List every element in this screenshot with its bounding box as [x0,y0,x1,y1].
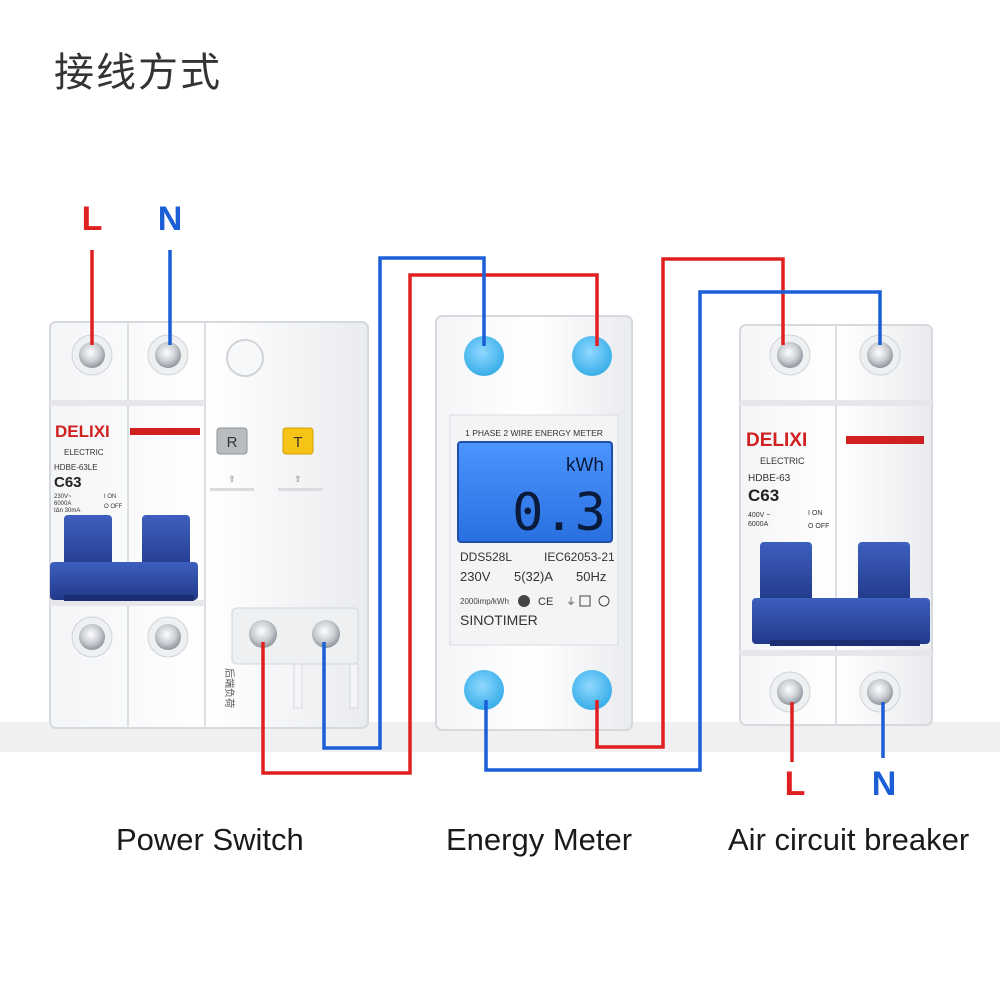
terminal-cap-icon [572,336,612,376]
wire-switch-to-meter-neutral [322,256,486,750]
wire-switch-to-meter-live [261,273,599,775]
power-switch-sub: ELECTRIC [64,448,104,457]
power-switch-spec-3: IΔn 30mA [54,508,80,514]
air-breaker-brand: DELIXI [746,430,807,451]
breaker-handle-right[interactable] [858,542,910,602]
brand-stripe [130,428,200,435]
screw-icon [867,679,893,705]
reset-button[interactable] [216,427,248,455]
power-switch-spec-2: 6000A [54,501,71,507]
input-live-label: L [82,200,103,238]
meter-unit: kWh [566,455,604,476]
meter-voltage: 230V [460,569,491,584]
breaker-handle-right[interactable] [142,515,190,575]
air-breaker-on: I ON [808,510,822,517]
meter-frequency: 50Hz [576,569,606,584]
lcd-display [457,441,613,543]
wire-meter-to-breaker-live [595,257,785,749]
power-switch: DELIXI ELECTRIC HDBE-63LE C63 230V~ 6000… [49,321,369,729]
screw-icon [79,342,105,368]
up-arrow-icon: ⇧ [228,475,236,485]
terminal-cap-icon [464,670,504,710]
screw-icon [867,342,893,368]
terminal-cap-icon [464,336,504,376]
meter-reading: 0.3 [512,483,606,543]
meter-brand: SINOTIMER [460,612,538,628]
meter-model: DDS528L [460,550,512,564]
screw-icon [777,679,803,705]
indicator-window [226,339,264,377]
ground-icon: ⏚ [566,596,576,608]
air-breaker-off: O OFF [808,523,829,530]
wire-meter-to-breaker-neutral [484,290,882,772]
air-breaker-spec-2: 6000A [748,521,769,528]
breaker-handle-bar[interactable] [752,598,930,644]
output-neutral-label: N [872,765,897,803]
breaker-handle-left[interactable] [64,515,112,575]
screw-icon [79,624,105,650]
screw-icon [155,342,181,368]
air-breaker-model: HDBE-63 [748,473,791,484]
output-live-label: L [785,765,806,803]
meter-imp: 2000imp/kWh [460,597,509,606]
power-switch-on: I ON [104,494,116,500]
power-switch-caption: Power Switch [116,822,304,857]
input-neutral-label: N [158,200,183,238]
air-breaker-rating: C63 [748,486,779,505]
air-breaker-caption: Air circuit breaker [728,822,970,857]
terminal-cap-icon [572,670,612,710]
air-breaker-spec-1: 400V ~ [748,512,770,519]
screw-icon [155,624,181,650]
energy-meter-caption: Energy Meter [446,822,633,857]
meter-current: 5(32)A [514,569,553,584]
power-switch-rating: C63 [54,474,82,491]
screw-icon [777,342,803,368]
screw-icon [312,620,340,648]
reset-button-label: R [227,434,238,451]
double-insulation-icon [579,595,591,607]
energy-meter: 1 PHASE 2 WIRE ENERGY METER kWh 0.3 DDS5… [435,315,633,731]
breaker-handle-bar[interactable] [50,562,198,600]
test-button[interactable] [282,427,314,455]
brand-stripe [846,436,924,444]
info-icon [598,595,610,607]
test-button-label: T [293,434,302,451]
power-switch-model: HDBE-63LE [54,463,98,472]
pulse-led-icon [518,595,530,607]
page-title: 接线方式 [54,50,222,96]
power-switch-vertical-note: 后端负荷 [223,668,236,708]
air-breaker: DELIXI ELECTRIC HDBE-63 C63 400V ~ 6000A… [739,324,933,726]
meter-standard: IEC62053-21 [544,550,615,564]
meter-ce: CE [538,596,553,608]
power-switch-off: O OFF [104,504,123,510]
air-breaker-sub: ELECTRIC [760,456,805,466]
meter-header: 1 PHASE 2 WIRE ENERGY METER [465,428,603,438]
wires [90,250,885,775]
breaker-handle-left[interactable] [760,542,812,602]
power-switch-spec-1: 230V~ [54,494,72,500]
up-arrow-icon: ⇧ [294,475,302,485]
screw-icon [249,620,277,648]
power-switch-brand: DELIXI [55,422,110,441]
